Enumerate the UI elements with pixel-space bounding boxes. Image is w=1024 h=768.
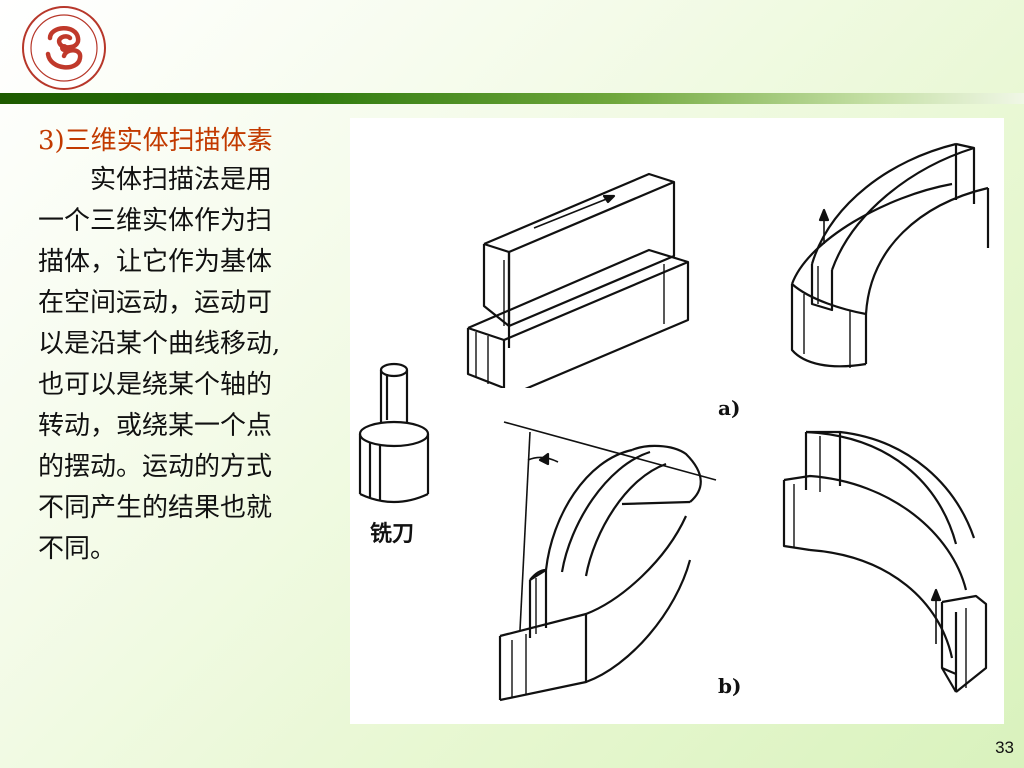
paragraph-line: 实体扫描法是用 (90, 165, 273, 195)
milling-cutter-icon (354, 360, 440, 510)
paragraph-line: 在空间运动，运动可 (38, 288, 273, 318)
university-seal-icon (20, 4, 108, 92)
figure-label-b: b) (718, 674, 742, 698)
university-logo (20, 4, 108, 92)
paragraph-line: 的摆动。运动的方式 (38, 452, 273, 482)
figure-label-a: a) (718, 396, 741, 420)
paragraph-line: 转动，或绕某一个点 (38, 411, 273, 441)
paragraph-line: 以是沿某个曲线移动, (38, 329, 281, 359)
paragraph-line: 一个三维实体作为扫 (38, 206, 273, 236)
body-paragraph: 实体扫描法是用 一个三维实体作为扫 描体，让它作为基体 在空间运动，运动可 以是… (38, 160, 350, 580)
sweep-figure: 铣刀 (350, 118, 1004, 724)
swing-sweep-icon (490, 420, 746, 702)
cutter-label: 铣刀 (370, 521, 415, 547)
page-number: 33 (995, 738, 1014, 757)
header-rule (0, 93, 1024, 104)
curved-sweep-icon (770, 124, 994, 374)
straight-sweep-icon (464, 148, 698, 388)
section-heading: 3)三维实体扫描体素 (38, 126, 273, 156)
paragraph-line: 描体，让它作为基体 (38, 247, 273, 277)
curved-groove-icon (780, 426, 1000, 696)
paragraph-line: 不同产生的结果也就 (38, 493, 273, 523)
paragraph-line: 不同。 (38, 534, 117, 564)
paragraph-line: 也可以是绕某个轴的 (38, 370, 273, 400)
